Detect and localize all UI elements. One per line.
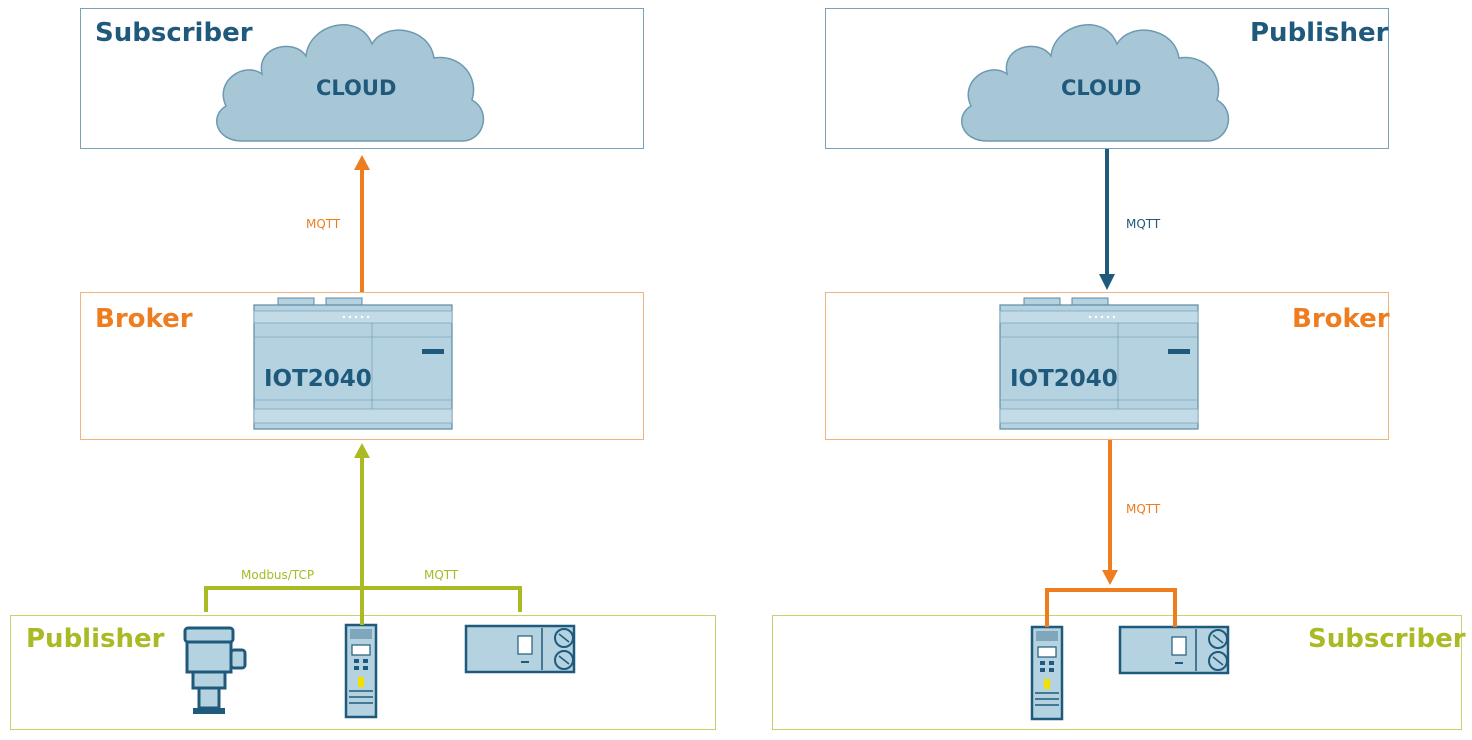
left-subscriber-label: Subscriber [95, 18, 253, 48]
left-cloud-label: CLOUD [316, 76, 397, 100]
right-publisher-label: Publisher [1250, 18, 1389, 48]
left-broker-label: Broker [95, 304, 193, 334]
left-bottom-arrow [204, 443, 522, 625]
left-drive-icon [344, 623, 378, 719]
left-gateway-icon [253, 297, 453, 430]
right-positioner-icon [1118, 625, 1230, 675]
right-gateway-icon [999, 297, 1199, 430]
right-broker-label: Broker [1292, 304, 1390, 334]
left-top-protocol: MQTT [306, 217, 341, 231]
left-modbus-protocol: Modbus/TCP [241, 568, 315, 582]
level-sensor-icon [183, 626, 247, 716]
right-top-protocol: MQTT [1126, 217, 1161, 231]
right-drive-icon [1030, 625, 1064, 721]
right-subscriber-label: Subscriber [1308, 624, 1466, 654]
right-subscriber-box [772, 615, 1462, 730]
left-top-arrow [354, 155, 370, 292]
right-device-label: IOT2040 [1010, 366, 1118, 392]
right-top-arrow [1099, 149, 1115, 290]
right-bottom-protocol: MQTT [1126, 502, 1161, 516]
left-positioner-icon [464, 624, 576, 674]
left-mqtt-protocol: MQTT [424, 568, 459, 582]
left-publisher-label: Publisher [26, 624, 165, 654]
right-bottom-arrow [1045, 440, 1177, 627]
left-device-label: IOT2040 [264, 366, 372, 392]
right-cloud-label: CLOUD [1061, 76, 1142, 100]
